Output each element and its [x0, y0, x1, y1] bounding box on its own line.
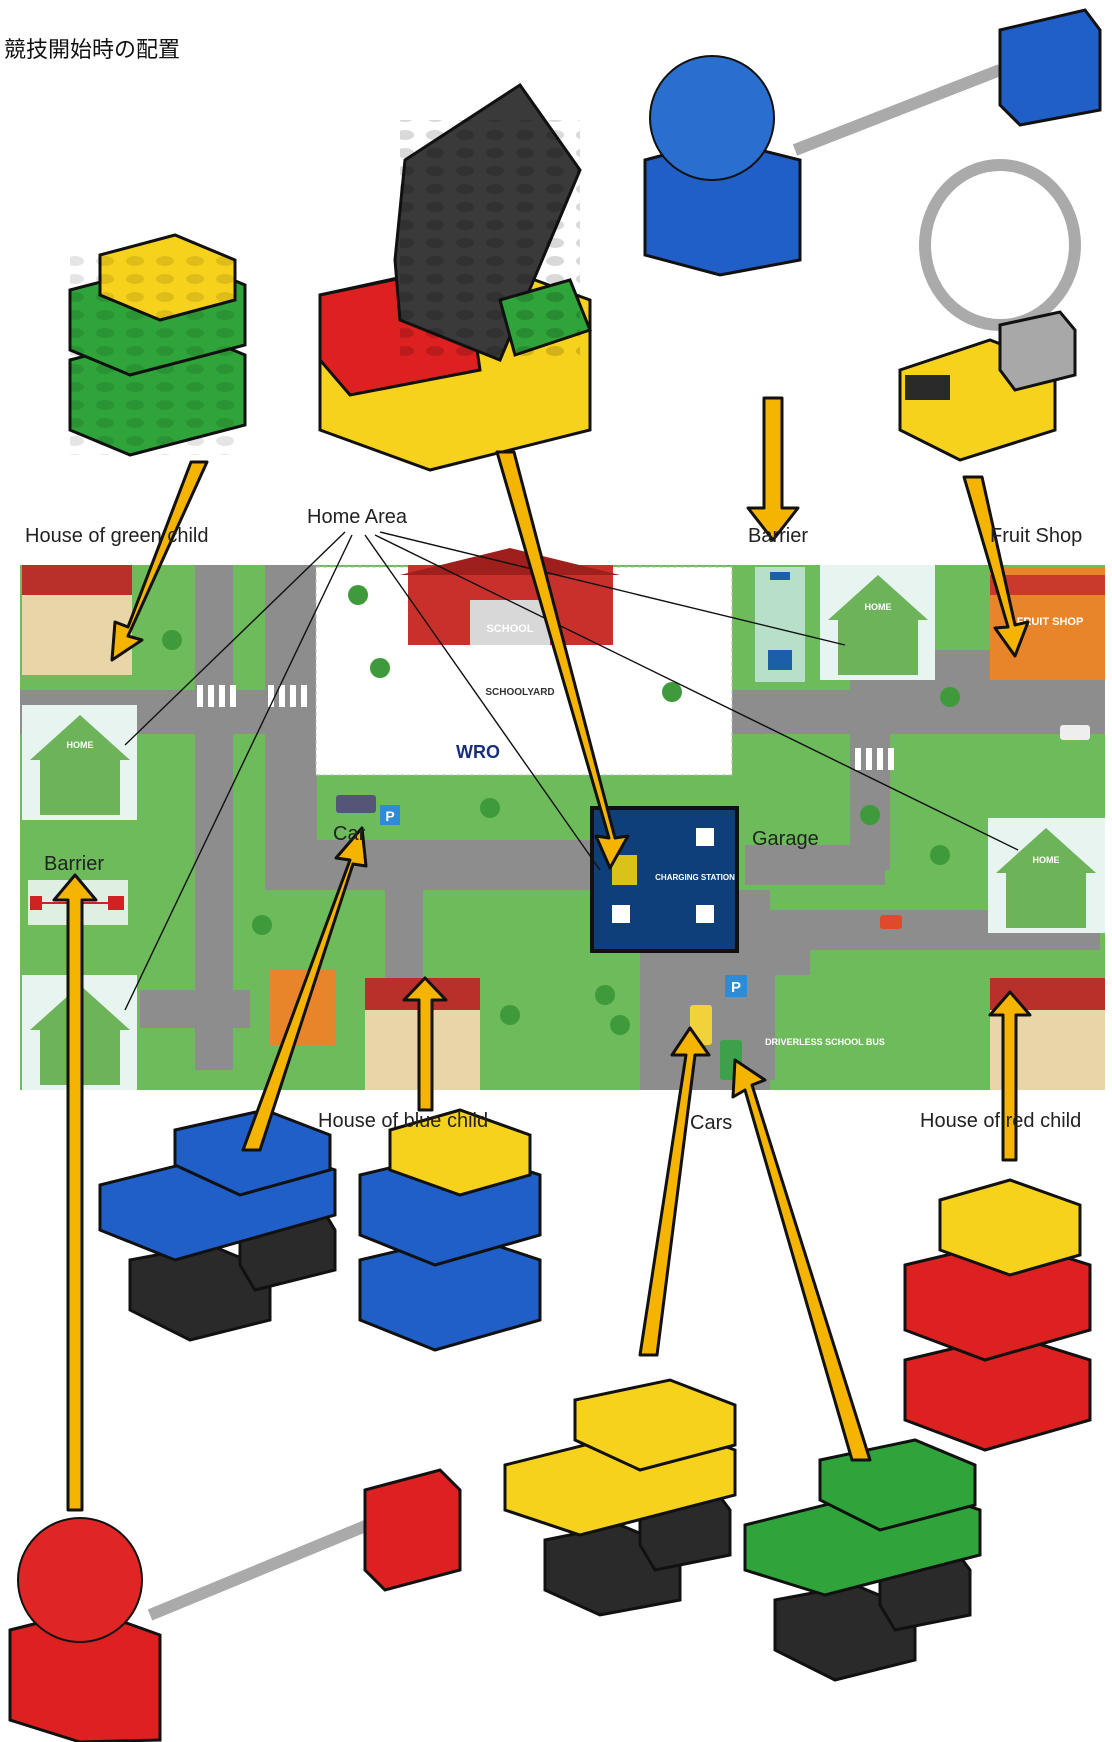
lego-shop-yellow-icon	[900, 165, 1075, 460]
arrow-barrier	[748, 398, 798, 540]
label-barrier-top: Barrier	[748, 525, 808, 548]
lego-house-blue-icon	[360, 1110, 540, 1350]
schoolyard-text: SCHOOLYARD	[485, 687, 554, 698]
label-house-red-child: House of red child	[920, 1110, 1081, 1133]
lego-barrier-blue-icon	[645, 10, 1100, 275]
driverless-bus-text: DRIVERLESS SCHOOL BUS	[765, 1037, 885, 1047]
lego-car-blue-icon	[100, 1110, 335, 1340]
lego-garage-icon	[320, 85, 590, 470]
wro-logo-text: WRO	[456, 742, 500, 762]
lego-car-green-icon	[745, 1440, 980, 1680]
label-garage: Garage	[752, 828, 819, 851]
label-barrier-left: Barrier	[44, 853, 104, 876]
svg-text:P: P	[385, 808, 394, 824]
school-sign: SCHOOL	[486, 623, 533, 635]
label-house-blue-child: House of blue child	[318, 1110, 488, 1133]
lego-house-red-icon	[905, 1180, 1090, 1450]
charging-station-text: CHARGING STATION	[655, 873, 735, 882]
label-house-green-child: House of green child	[25, 525, 208, 548]
label-home-area: Home Area	[307, 506, 407, 529]
lego-car-yellow-icon	[505, 1380, 735, 1615]
label-cars: Cars	[690, 1112, 732, 1135]
home-label-left: HOME	[67, 740, 94, 750]
svg-text:P: P	[731, 979, 741, 996]
lego-house-green-icon	[70, 235, 245, 455]
arrow-green-car	[733, 1060, 870, 1460]
home-label-top: HOME	[865, 602, 892, 612]
label-fruit-shop: Fruit Shop	[990, 525, 1082, 548]
mat-map: SCHOOL SCHOOLYARD WRO HOME HOME HOME FRU…	[20, 548, 1105, 1090]
home-label-right: HOME	[1033, 855, 1060, 865]
label-car: Car	[333, 823, 365, 846]
